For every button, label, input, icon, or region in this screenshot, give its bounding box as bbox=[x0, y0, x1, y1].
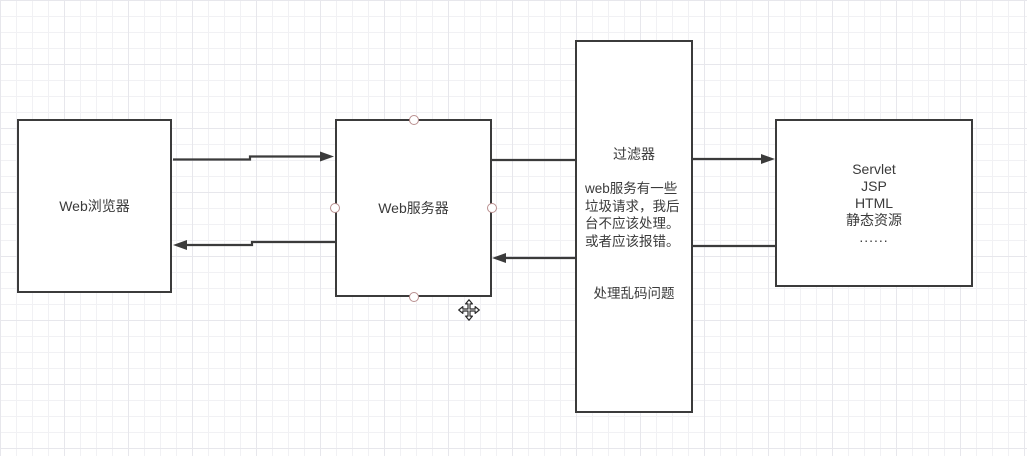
connection-handle-top[interactable] bbox=[409, 115, 419, 125]
arrow-filter-to-servlet[interactable] bbox=[692, 154, 775, 164]
connection-handle-right[interactable] bbox=[487, 203, 497, 213]
arrow-browser-to-server[interactable] bbox=[173, 151, 334, 162]
arrowhead-right-icon bbox=[320, 151, 334, 162]
arrow-filter-to-server[interactable] bbox=[492, 253, 576, 263]
arrow-server-to-browser[interactable] bbox=[173, 240, 335, 250]
move-cursor-icon bbox=[458, 299, 480, 321]
arrowhead-left-icon bbox=[173, 240, 187, 250]
connection-handle-left[interactable] bbox=[330, 203, 340, 213]
arrowhead-right-icon bbox=[761, 154, 775, 164]
connection-handle-bottom[interactable] bbox=[409, 292, 419, 302]
arrowhead-left-icon bbox=[492, 253, 506, 263]
